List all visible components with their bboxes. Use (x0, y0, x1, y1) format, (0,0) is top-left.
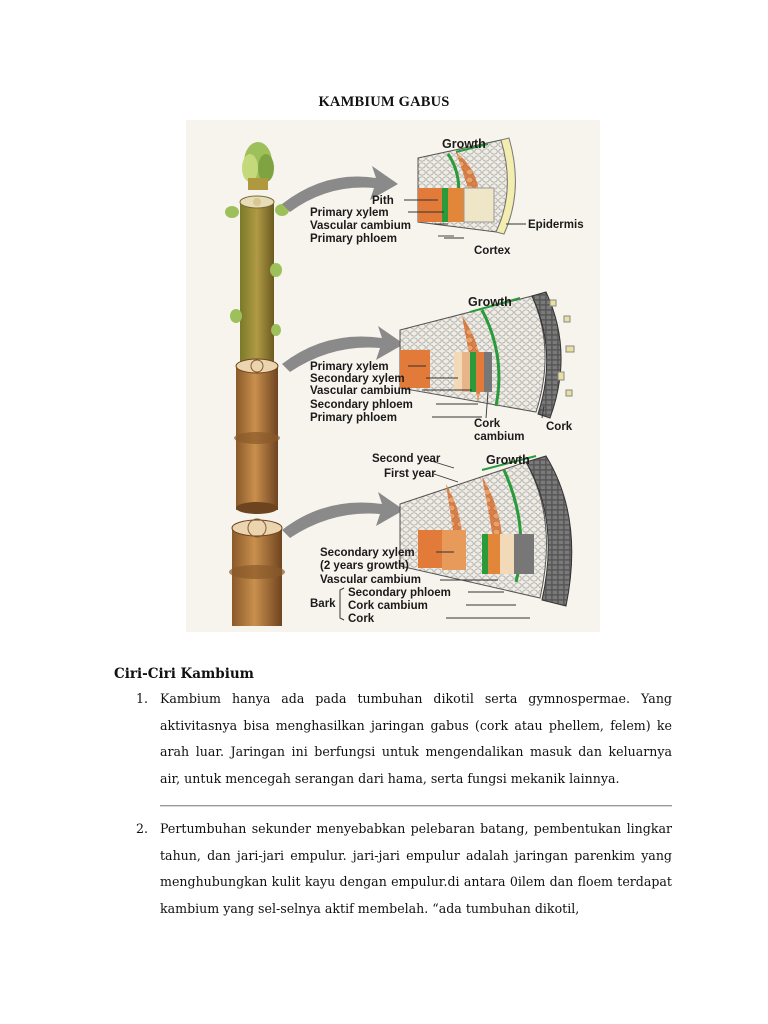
cross-section-first (418, 138, 515, 234)
svg-text:First year: First year (384, 468, 436, 480)
list-item-number: 1. (136, 686, 148, 713)
svg-text:Cortex: Cortex (474, 245, 511, 257)
svg-text:Vascular cambium: Vascular cambium (320, 574, 421, 586)
list-item-text: Kambium hanya ada pada tumbuhan dikotil … (160, 686, 672, 792)
older-stem-segment (234, 359, 280, 514)
svg-text:Growth: Growth (468, 295, 512, 309)
svg-text:(2 years growth): (2 years growth) (320, 560, 409, 572)
oldest-stem-segment (229, 519, 285, 626)
page-title: KAMBIUM GABUS (0, 94, 768, 111)
list-item: 2. Pertumbuhan sekunder menyebabkan pele… (136, 816, 672, 922)
list-item-text: Pertumbuhan sekunder menyebabkan pelebar… (160, 816, 672, 922)
svg-text:Primary xylem: Primary xylem (310, 361, 389, 373)
svg-text:Pith: Pith (372, 195, 394, 207)
svg-text:Secondary phloem: Secondary phloem (348, 587, 451, 599)
svg-text:Bark: Bark (310, 598, 336, 610)
svg-text:Cork: Cork (546, 421, 573, 433)
svg-text:Secondary phloem: Secondary phloem (310, 399, 413, 411)
svg-text:Primary phloem: Primary phloem (310, 233, 397, 245)
svg-text:Epidermis: Epidermis (528, 219, 584, 231)
svg-text:Secondary xylem: Secondary xylem (320, 547, 415, 559)
svg-text:Cork: Cork (348, 613, 375, 625)
svg-text:Vascular cambium: Vascular cambium (310, 385, 411, 397)
svg-text:Primary xylem: Primary xylem (310, 207, 389, 219)
list-item-number: 2. (136, 816, 148, 843)
svg-text:cambium: cambium (474, 431, 525, 443)
cross-section-second (400, 292, 574, 418)
list-item: 1. Kambium hanya ada pada tumbuhan dikot… (136, 686, 672, 792)
bark-bracket (340, 588, 344, 620)
stem-growth-illustration: Growth Growth (186, 120, 600, 632)
svg-text:Growth: Growth (442, 137, 486, 151)
svg-text:Primary phloem: Primary phloem (310, 412, 397, 424)
svg-text:Cork: Cork (474, 418, 501, 430)
divider (160, 805, 672, 806)
section-heading: Ciri-Ciri Kambium (114, 666, 254, 682)
svg-text:Second year: Second year (372, 453, 441, 465)
svg-text:Vascular cambium: Vascular cambium (310, 220, 411, 232)
svg-text:Cork cambium: Cork cambium (348, 600, 428, 612)
growth-arrow-1: Growth (442, 137, 488, 152)
cork-cambium-figure: Growth Growth (186, 120, 600, 632)
svg-text:Secondary xylem: Secondary xylem (310, 373, 405, 385)
svg-text:Growth: Growth (486, 453, 530, 467)
